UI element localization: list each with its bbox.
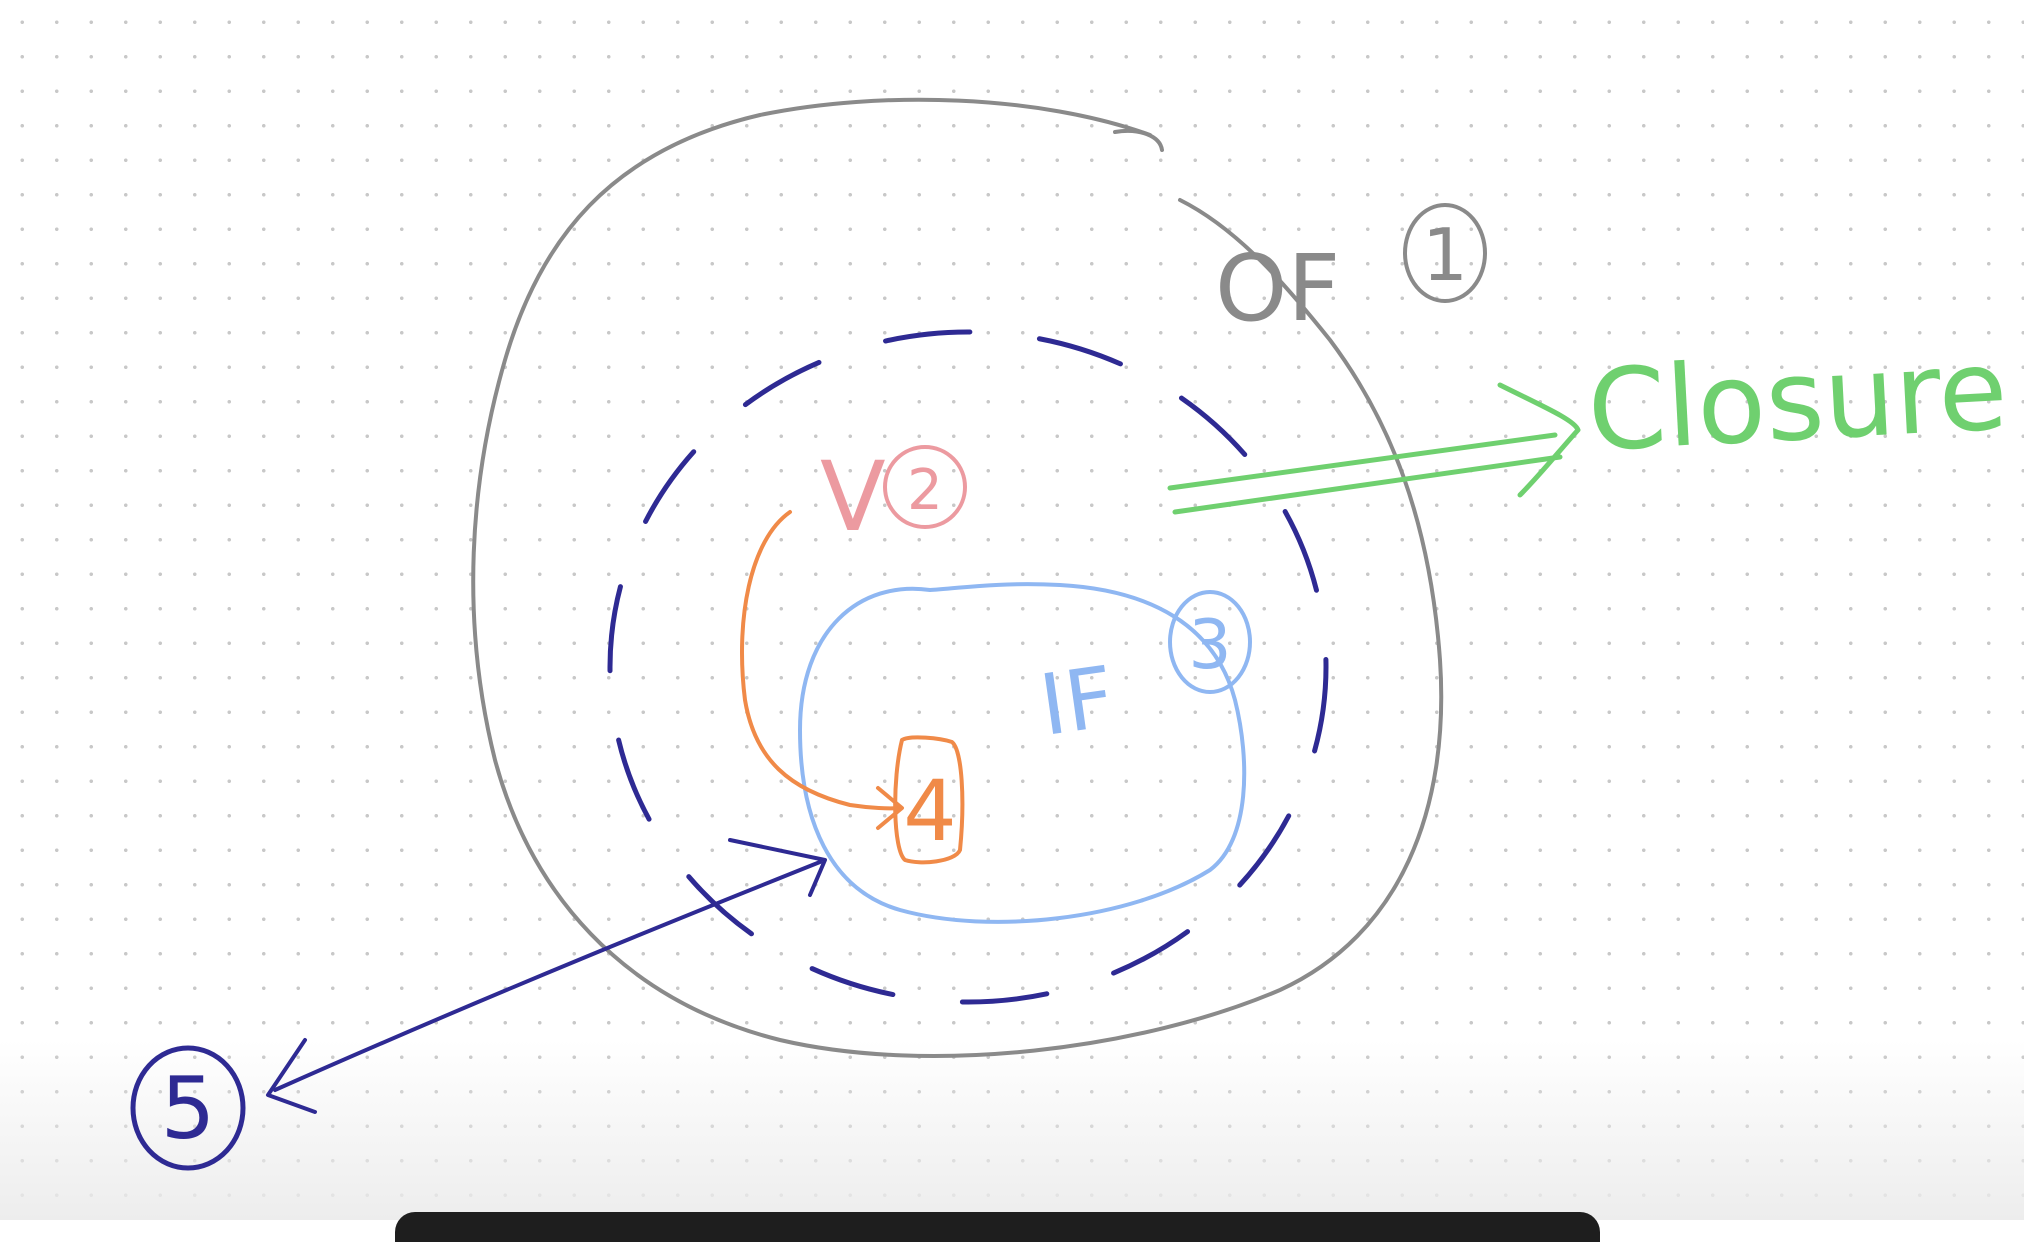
- outside-call-arrowhead-start: [266, 1038, 317, 1114]
- variable-access-arrow: [740, 510, 902, 811]
- closure-arrow-line-bottom: [1172, 454, 1563, 515]
- outer-number-circle: [1403, 203, 1487, 303]
- closure-arrow-line-top: [1167, 432, 1558, 491]
- outer-function-label: OF: [1215, 235, 1340, 342]
- bottom-shadow: [0, 1040, 2024, 1220]
- access-number: 4: [903, 762, 956, 860]
- inner-function-number: 3: [1188, 606, 1231, 685]
- outside-number-circle: [130, 1045, 246, 1171]
- outer-function-number: 1: [1422, 213, 1468, 297]
- variable-access-arrowhead: [876, 786, 904, 830]
- access-box: [893, 735, 965, 865]
- outside-call-arrowhead-end: [728, 838, 827, 897]
- inner-function-circle: [798, 582, 1247, 924]
- variable-number: 2: [907, 458, 943, 523]
- inner-function-label: IF: [1034, 648, 1120, 755]
- inner-number-circle: [1168, 590, 1252, 694]
- bottom-toolbar-edge: [395, 1212, 1600, 1242]
- outside-call-number: 5: [161, 1059, 216, 1159]
- outer-function-tail: [1113, 129, 1164, 152]
- closure-label: Closure: [1585, 325, 2011, 477]
- outer-function-circle: [471, 97, 1444, 1058]
- variable-label: V: [820, 441, 886, 553]
- outside-call-arrow: [273, 860, 822, 1092]
- closure-arrowhead: [1497, 382, 1581, 498]
- variable-number-circle: [883, 445, 967, 529]
- closure-scope-dashed-circle: [607, 329, 1329, 1005]
